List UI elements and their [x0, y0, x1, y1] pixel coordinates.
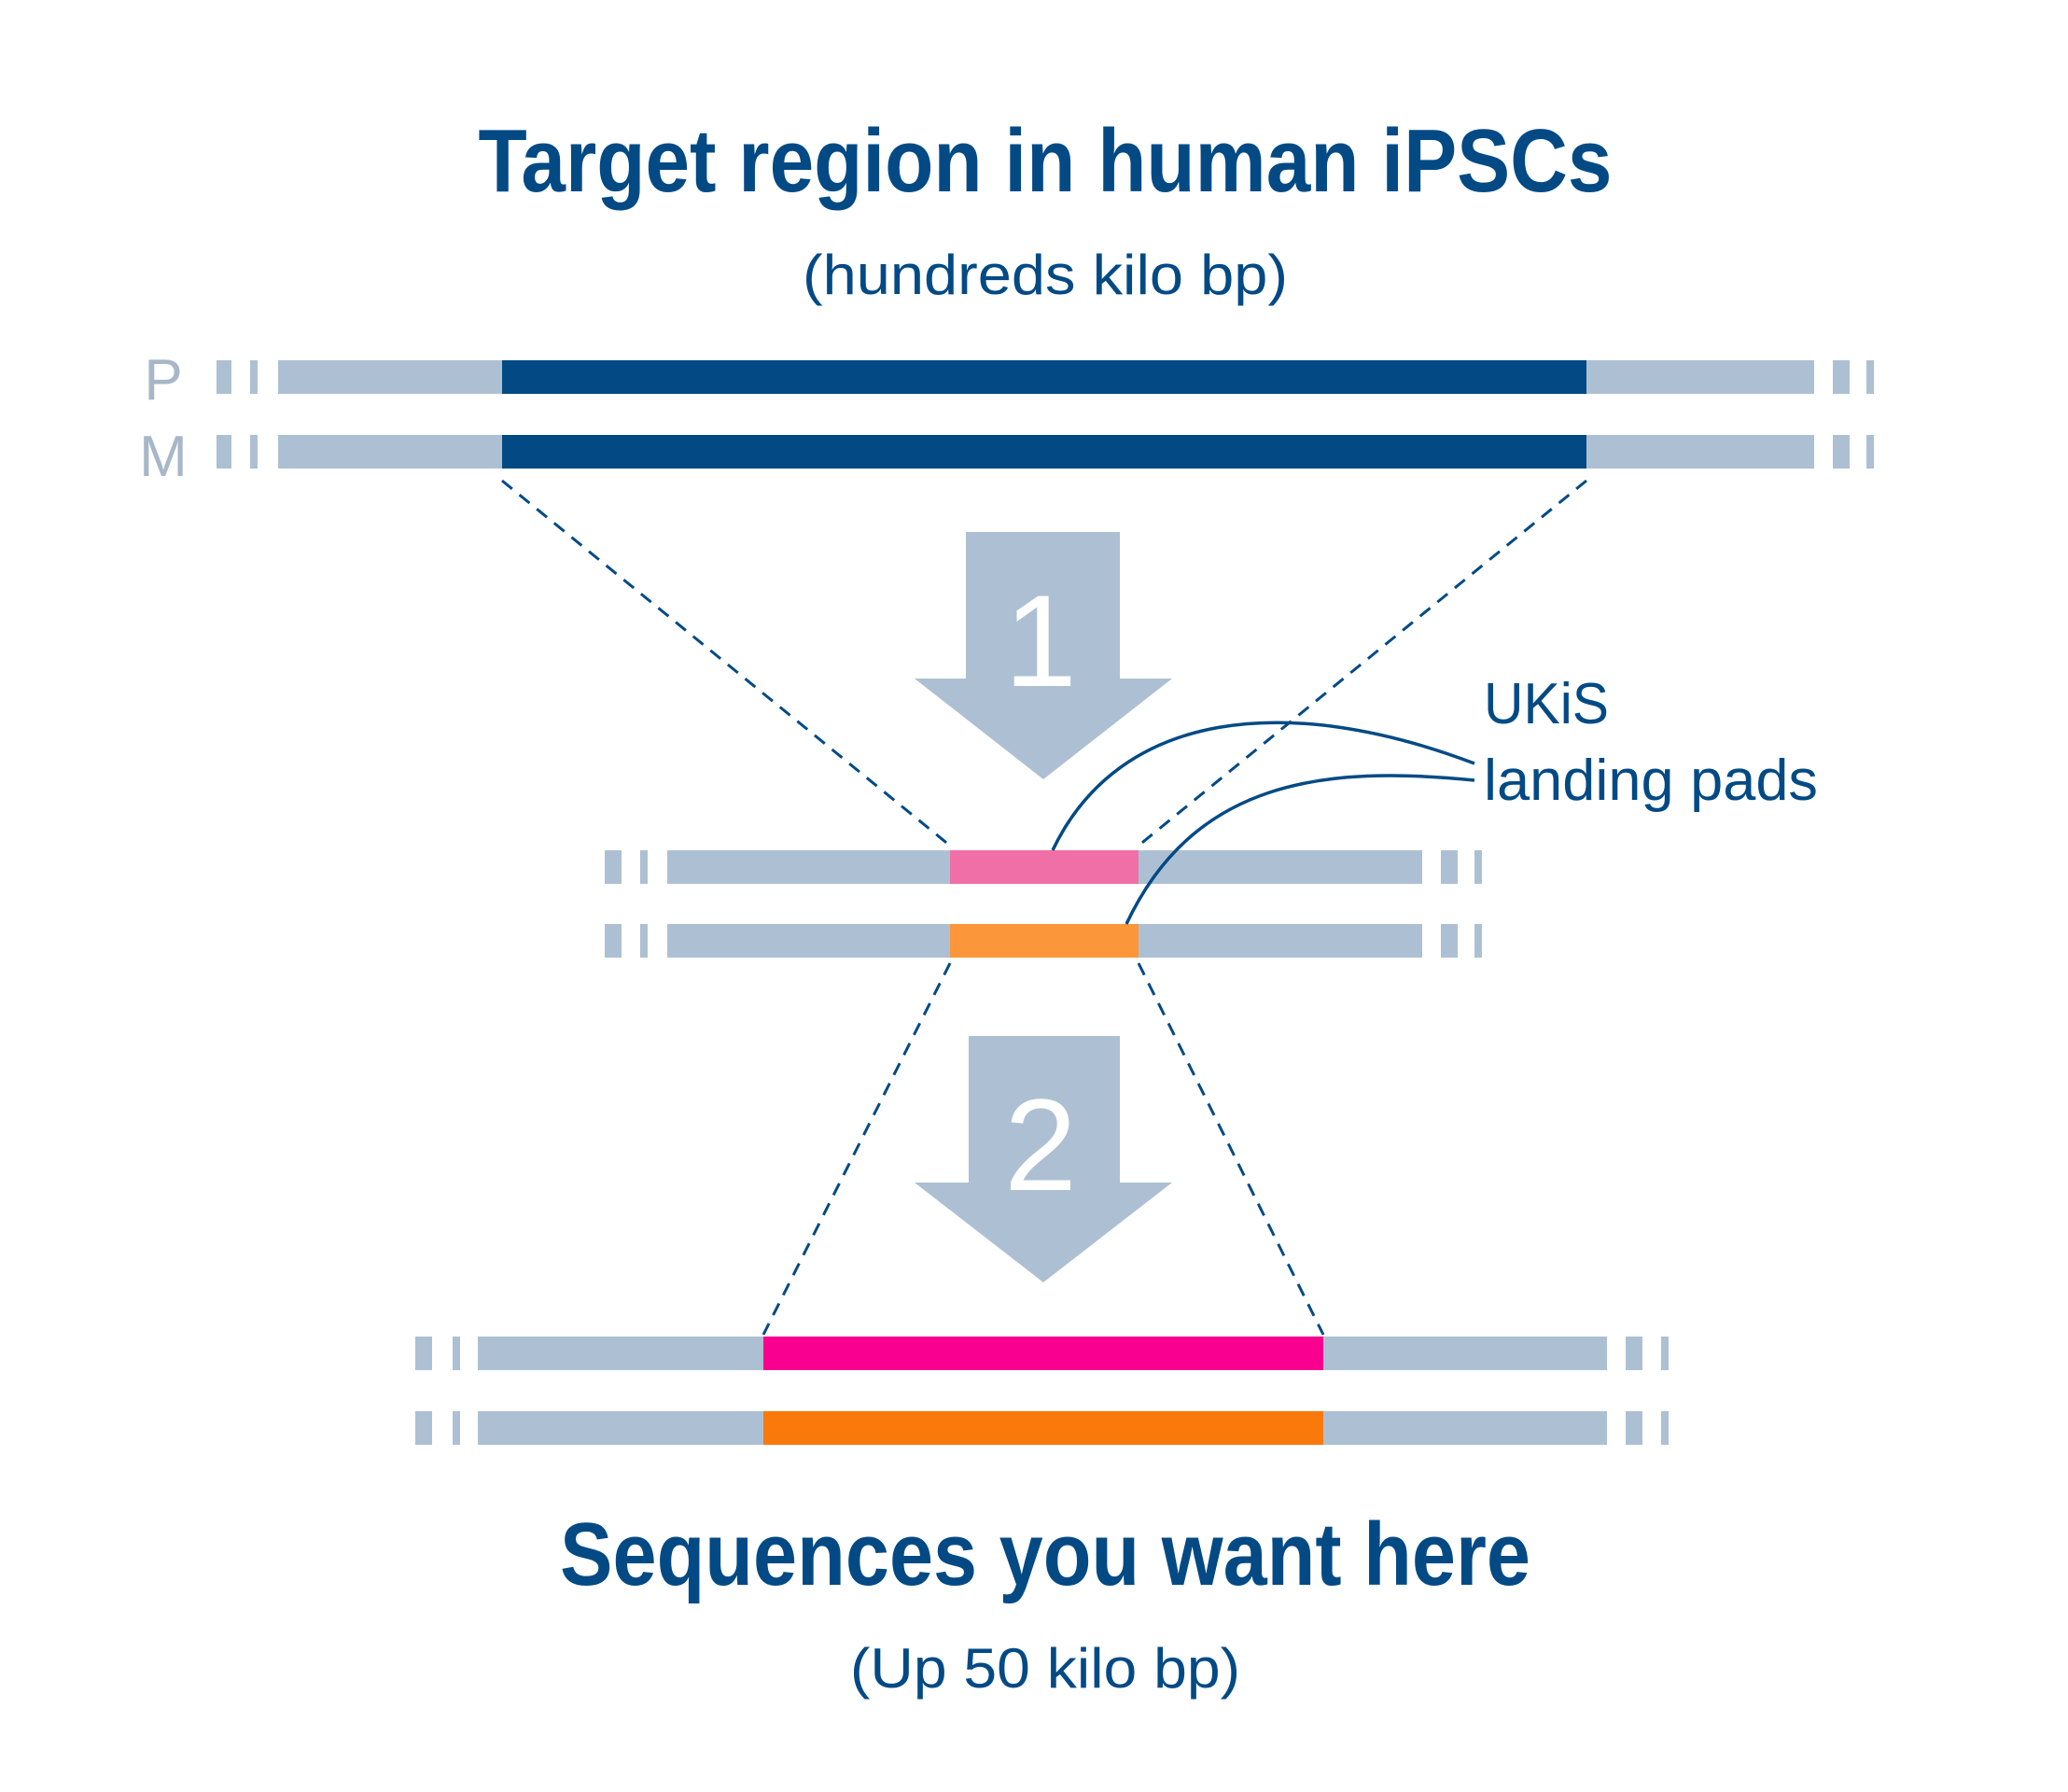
chrom-flank-right	[1139, 850, 1422, 884]
top-title: Target region in human iPSCs	[479, 111, 1613, 211]
bottom-chromosome-top	[415, 1337, 1669, 1370]
chrom-dash	[640, 924, 648, 958]
chrom-dash	[415, 1337, 432, 1370]
projection-line-left-1	[501, 479, 951, 847]
chrom-flank-right	[1139, 924, 1422, 958]
chrom-dash	[1441, 924, 1458, 958]
landing-pad-paternal	[950, 850, 1139, 884]
chrom-dash	[217, 435, 231, 469]
maternal-chromosome	[217, 435, 1874, 469]
chrom-dash	[1833, 360, 1850, 394]
chrom-flank-left	[278, 360, 502, 394]
callout-curve-upper	[1051, 721, 1475, 851]
bottom-subtitle: (Up 50 kilo bp)	[850, 1637, 1240, 1700]
landing-pad-maternal	[950, 924, 1139, 958]
projection-line-right-2	[1137, 962, 1325, 1336]
bottom-chromosome-bottom	[415, 1411, 1669, 1445]
chrom-dash	[605, 850, 622, 884]
chrom-dash	[605, 924, 622, 958]
chrom-dash	[1474, 924, 1482, 958]
callout-label-line1: UKiS	[1484, 672, 1609, 736]
chrom-flank-right	[1586, 360, 1814, 394]
middle-chromosome-top	[605, 850, 1482, 884]
chrom-dash	[1626, 1411, 1642, 1445]
chrom-dash	[453, 1411, 460, 1445]
chrom-dash	[1626, 1337, 1642, 1370]
inserted-sequence-maternal	[763, 1411, 1323, 1445]
middle-chromosome-bottom	[605, 924, 1482, 958]
projection-line-right-1	[1138, 479, 1587, 847]
chrom-dash	[250, 435, 258, 469]
chrom-flank-left	[667, 924, 950, 958]
callout-label-line2: landing pads	[1484, 749, 1818, 813]
chrom-dash	[217, 360, 231, 394]
chrom-flank-left	[478, 1411, 763, 1445]
chrom-dash	[250, 360, 258, 394]
chrom-dash	[1661, 1337, 1669, 1370]
bottom-title: Sequences you want here	[560, 1505, 1530, 1604]
chrom-dash	[1661, 1411, 1669, 1445]
chrom-dash	[640, 850, 648, 884]
chrom-dash	[1833, 435, 1850, 469]
paternal-chromosome	[217, 360, 1874, 394]
chrom-dash	[1474, 850, 1482, 884]
step-1-arrow: 1	[915, 532, 1172, 779]
chrom-dash	[453, 1337, 460, 1370]
step-2-arrow: 2	[915, 1036, 1172, 1282]
chrom-dash	[1866, 435, 1874, 469]
top-subtitle: (hundreds kilo bp)	[803, 244, 1288, 306]
chrom-flank-left	[278, 435, 502, 469]
projection-line-left-2	[762, 962, 952, 1336]
inserted-sequence-paternal	[763, 1337, 1323, 1370]
chrom-flank-right	[1323, 1337, 1607, 1370]
target-region-maternal	[502, 435, 1586, 469]
paternal-label: P	[144, 348, 182, 413]
step-2-number: 2	[1004, 1071, 1077, 1218]
chrom-dash	[1866, 360, 1874, 394]
step-1-number: 1	[1004, 567, 1077, 714]
chrom-flank-left	[478, 1337, 763, 1370]
chrom-dash	[1441, 850, 1458, 884]
chrom-dash	[415, 1411, 432, 1445]
target-region-paternal	[502, 360, 1586, 394]
chrom-flank-right	[1586, 435, 1814, 469]
chrom-flank-right	[1323, 1411, 1607, 1445]
callout-curve-lower	[1125, 774, 1475, 925]
chrom-flank-left	[667, 850, 950, 884]
maternal-label: M	[139, 425, 188, 489]
